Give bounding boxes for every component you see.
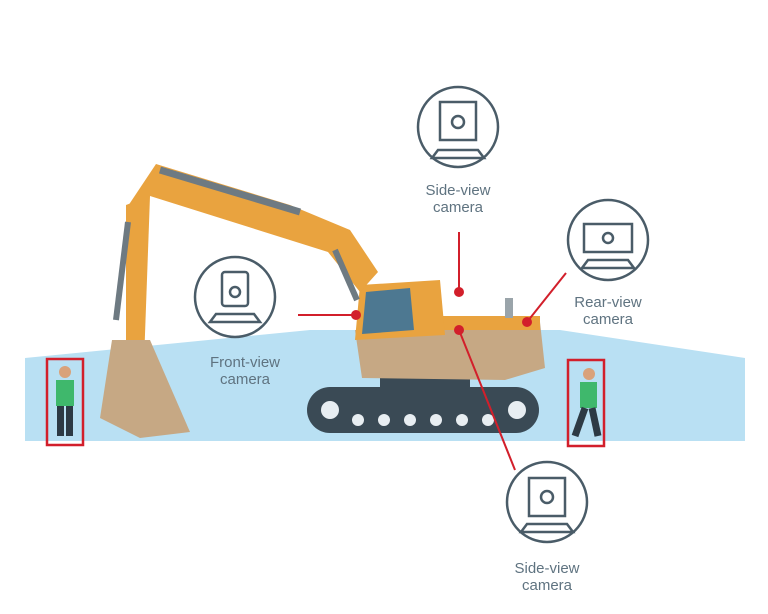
camera-point-side-top bbox=[454, 287, 464, 297]
camera-point-front bbox=[351, 310, 361, 320]
camera-point-side-bottom bbox=[454, 325, 464, 335]
excavator-boom bbox=[128, 164, 378, 292]
camera-points bbox=[351, 287, 532, 335]
excavator-track bbox=[307, 387, 539, 433]
arm-cylinder bbox=[113, 221, 131, 321]
label-rear-view: Rear-view camera bbox=[574, 294, 642, 328]
label-side-view-bottom: Side-view camera bbox=[514, 560, 580, 594]
callout-lines bbox=[298, 232, 567, 471]
worker-walking-icon bbox=[566, 358, 606, 448]
label-front-view: Front-view camera bbox=[209, 354, 280, 388]
camera-monitor-icon bbox=[505, 460, 589, 544]
cab-window bbox=[362, 288, 414, 334]
engine-panel bbox=[440, 316, 540, 330]
excavator bbox=[100, 164, 545, 438]
camera-front-icon bbox=[193, 255, 277, 339]
lift-cylinder bbox=[332, 248, 360, 302]
exhaust-stack bbox=[505, 298, 513, 318]
camera-point-rear bbox=[522, 317, 532, 327]
boom-cylinder bbox=[158, 166, 302, 216]
label-side-view-top: Side-view camera bbox=[425, 182, 491, 216]
camera-monitor-icon bbox=[416, 85, 500, 169]
excavator-bucket bbox=[100, 340, 190, 438]
excavator-arm bbox=[126, 196, 150, 362]
worker-standing-icon bbox=[45, 357, 85, 447]
track-wheels bbox=[321, 401, 526, 426]
camera-monitor-wide-icon bbox=[566, 198, 650, 282]
